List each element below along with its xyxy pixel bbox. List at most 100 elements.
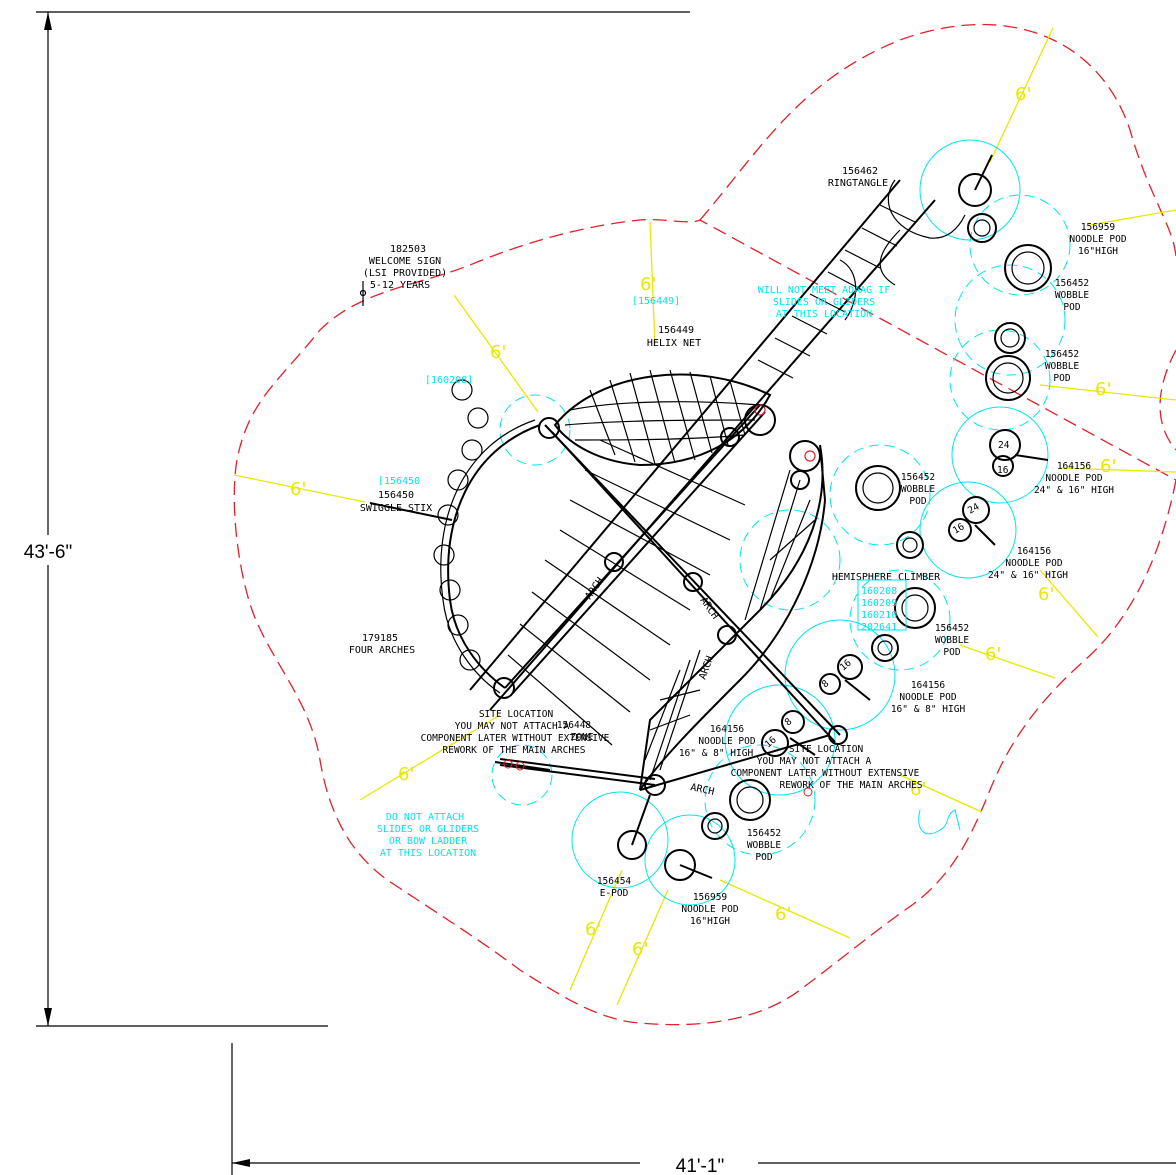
swiggle-stix xyxy=(369,379,541,694)
svg-text:16"HIGH: 16"HIGH xyxy=(1078,246,1118,257)
noodle-pod-16-a: 16 8 xyxy=(819,654,871,701)
wobble-pod-2-label: 156452 WOBBLE POD xyxy=(1045,349,1080,384)
zone-marker: 6' xyxy=(585,919,601,940)
svg-text:RINGTANGLE: RINGTANGLE xyxy=(828,178,888,189)
svg-text:REWORK OF THE MAIN ARCHES: REWORK OF THE MAIN ARCHES xyxy=(780,780,923,791)
svg-text:NOODLE POD: NOODLE POD xyxy=(899,692,956,703)
svg-text:179185: 179185 xyxy=(362,633,398,644)
arch-label: ARCH xyxy=(689,782,715,798)
zone-marker: 6' xyxy=(632,939,648,960)
ref-156450: [156450 xyxy=(378,476,420,487)
wobble-pod-top-1 xyxy=(967,213,1052,292)
ringtangle-label: 156462 RINGTANGLE xyxy=(828,166,888,189)
noodle-pod-24-b: 24 16 xyxy=(948,496,996,546)
noodle-pod-24-a-label: 164156 NOODLE POD 24" & 16" HIGH xyxy=(1034,461,1114,496)
svg-text:SITE LOCATION: SITE LOCATION xyxy=(789,744,864,755)
svg-text:POD: POD xyxy=(943,647,960,658)
svg-text:POD: POD xyxy=(1063,302,1080,313)
use-zone-dimensions: 6' 6' 6' 6' 6' 6' 6' 6' 6' 6' 6' 6' 6' xyxy=(233,27,1176,1006)
svg-text:156449: 156449 xyxy=(658,325,694,336)
svg-text:FOUR ARCHES: FOUR ARCHES xyxy=(349,645,415,656)
svg-text:WILL NOT MEET ADAAG IF: WILL NOT MEET ADAAG IF xyxy=(758,285,890,296)
svg-text:164156: 164156 xyxy=(1017,546,1052,557)
helix-net xyxy=(553,369,772,467)
svg-text:NOODLE POD: NOODLE POD xyxy=(698,736,755,747)
svg-text:OR BOW LADDER: OR BOW LADDER xyxy=(389,836,468,847)
welcome-sign-label: 182503 WELCOME SIGN (LSI PROVIDED) 5-12 … xyxy=(363,244,447,291)
noodle-pod-24-b-label: 164156 NOODLE POD 24" & 16" HIGH xyxy=(988,546,1068,581)
svg-text:202641: 202641 xyxy=(861,622,897,633)
height-dimension-text: 43'-6" xyxy=(24,542,72,563)
svg-text:156452: 156452 xyxy=(935,623,969,634)
svg-text:POD: POD xyxy=(1053,373,1070,384)
site-note-left: SITE LOCATION YOU MAY NOT ATTACH A COMPO… xyxy=(421,709,610,756)
svg-text:156462: 156462 xyxy=(842,166,878,177)
zone-marker: 6' xyxy=(1095,379,1111,400)
overlap-zone: ZONE xyxy=(571,732,594,743)
swiggle-stix-label: 156450 SWIGGLE STIX xyxy=(360,490,432,514)
svg-text:160209: 160209 xyxy=(861,598,897,609)
noodle-pod-bottom xyxy=(664,849,713,881)
svg-text:(LSI PROVIDED): (LSI PROVIDED) xyxy=(363,268,447,279)
svg-text:16" & 8" HIGH: 16" & 8" HIGH xyxy=(679,748,754,759)
svg-text:WELCOME SIGN: WELCOME SIGN xyxy=(369,256,441,267)
zone-marker: 6' xyxy=(1038,584,1054,605)
noodle-pod-16-b: 8 16 xyxy=(761,710,816,757)
svg-text:POD: POD xyxy=(909,496,926,507)
svg-text:SLIDES OR GLIDERS: SLIDES OR GLIDERS xyxy=(773,297,875,308)
noodle-pod-top-label: 156959 NOODLE POD 16"HIGH xyxy=(1069,222,1126,257)
e-pod xyxy=(617,794,651,860)
hemisphere-label: HEMISPHERE CLIMBER xyxy=(832,572,941,583)
svg-text:156959: 156959 xyxy=(693,892,728,903)
noodle-pod-16-a-label: 164156 NOODLE POD 16" & 8" HIGH xyxy=(891,680,966,715)
svg-text:156452: 156452 xyxy=(901,472,935,483)
wobble-pod-bottom xyxy=(701,779,771,840)
width-dimension-text: 41'-1" xyxy=(676,1156,724,1175)
ada-note: WILL NOT MEET ADAAG IF SLIDES OR GLIDERS… xyxy=(758,285,890,320)
svg-text:AT THIS LOCATION: AT THIS LOCATION xyxy=(380,848,476,859)
svg-text:16" & 8" HIGH: 16" & 8" HIGH xyxy=(891,704,966,715)
four-arches-label: 179185 FOUR ARCHES xyxy=(349,633,415,656)
svg-text:DO NOT ATTACH: DO NOT ATTACH xyxy=(386,812,464,823)
wobble-pod-right xyxy=(871,587,936,662)
svg-text:E-POD: E-POD xyxy=(600,888,629,899)
component-clearance-circles xyxy=(491,139,1071,906)
svg-text:WOBBLE: WOBBLE xyxy=(1055,290,1090,301)
svg-text:YOU MAY NOT ATTACH A: YOU MAY NOT ATTACH A xyxy=(757,756,872,767)
zone-marker: 6' xyxy=(398,764,414,785)
zone-marker: 6' xyxy=(910,779,926,800)
svg-text:AT THIS LOCATION: AT THIS LOCATION xyxy=(776,309,872,320)
svg-text:HELIX NET: HELIX NET xyxy=(647,338,701,349)
svg-text:WOBBLE: WOBBLE xyxy=(901,484,936,495)
zone-marker: 6' xyxy=(640,274,656,295)
svg-text:156454: 156454 xyxy=(597,876,632,887)
site-note-right: SITE LOCATION YOU MAY NOT ATTACH A COMPO… xyxy=(731,744,923,791)
svg-text:SLIDES OR GLIDERS: SLIDES OR GLIDERS xyxy=(377,824,479,835)
wobble-pod-3-label: 156452 WOBBLE POD xyxy=(901,472,936,507)
pod-height: 24 xyxy=(966,501,982,516)
zone-marker: 6' xyxy=(1100,456,1116,477)
overlap-code: 156448 xyxy=(557,720,592,731)
use-zone-boundary xyxy=(233,23,1176,1026)
svg-text:164156: 164156 xyxy=(710,724,745,735)
svg-text:164156: 164156 xyxy=(1057,461,1092,472)
helix-net-label: 156449 HELIX NET xyxy=(647,325,701,349)
svg-text:COMPONENT LATER WITHOUT EXTENS: COMPONENT LATER WITHOUT EXTENSIVE xyxy=(421,733,610,744)
wobble-pod-top-2 xyxy=(985,322,1031,401)
svg-text:160208: 160208 xyxy=(861,586,897,597)
svg-text:24" & 16" HIGH: 24" & 16" HIGH xyxy=(988,570,1068,581)
svg-text:5-12 YEARS: 5-12 YEARS xyxy=(370,280,430,291)
hemisphere-refs: 160208 160209 160210 202641 xyxy=(857,579,907,633)
noodle-pod-top xyxy=(958,154,993,207)
zone-marker: 6' xyxy=(490,342,506,363)
svg-text:SITE LOCATION: SITE LOCATION xyxy=(479,709,554,720)
svg-text:REWORK OF THE MAIN ARCHES: REWORK OF THE MAIN ARCHES xyxy=(443,745,586,756)
zone-marker: 6' xyxy=(290,479,306,500)
site-location-bar xyxy=(494,759,813,797)
ref-156449: [156449] xyxy=(632,296,680,307)
wobble-pod-4-label: 156452 WOBBLE POD xyxy=(935,623,970,658)
height-dimension: 43'-6" xyxy=(4,11,690,1027)
cyan-squiggle xyxy=(918,809,961,835)
welcome-sign-post xyxy=(359,281,367,306)
